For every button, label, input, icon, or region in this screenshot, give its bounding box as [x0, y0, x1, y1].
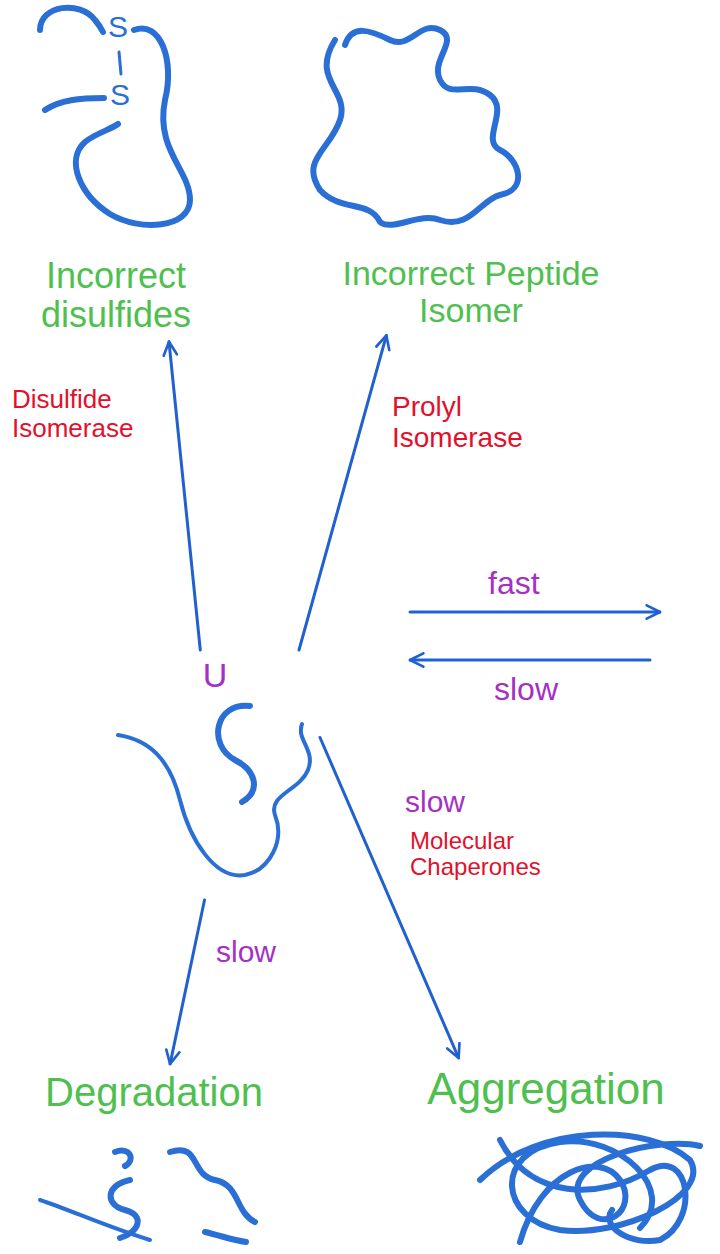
- peptide-fragment: [170, 1150, 255, 1222]
- disulfide-chain: [45, 98, 104, 110]
- sulfur-atom: S: [108, 10, 138, 43]
- edge-label: slow: [405, 785, 495, 818]
- reverse-arrow: [410, 659, 650, 662]
- state-label: Aggregation: [390, 1058, 702, 1120]
- peptide-fragment: [205, 1232, 246, 1242]
- sulfur-atom: S: [110, 78, 140, 111]
- state-name: Degradation: [27, 1071, 281, 1114]
- state-label: Degradation: [20, 1064, 288, 1121]
- disulfide-chain: [40, 8, 103, 32]
- state-name: Aggregation: [397, 1065, 695, 1113]
- state-label: Incorrect disulfides: [10, 250, 222, 342]
- reaction-arrow: [170, 900, 204, 1064]
- enzyme-label: Molecular Chaperones: [410, 828, 570, 881]
- aggregate-tangle: [500, 1140, 685, 1241]
- edge-label: Disulfide Isomerase: [12, 385, 152, 442]
- peptide-fragment: [40, 1200, 150, 1240]
- edge-label: slow: [216, 935, 306, 968]
- state-name: Incorrect disulfides: [17, 257, 215, 335]
- unfolded-chain: [218, 706, 254, 802]
- reaction-arrow: [299, 335, 386, 650]
- state-name: U: [117, 657, 313, 694]
- state-label: U: [110, 650, 320, 900]
- peptide-fragment: [115, 1151, 131, 1166]
- peptide-chain: [313, 28, 518, 225]
- forward-arrow: [410, 611, 660, 614]
- rate-label: fast: [488, 566, 588, 601]
- edge-label: Prolyl Isomerase: [392, 392, 552, 454]
- disulfide-bond: [119, 52, 121, 74]
- unfolded-chain: [118, 724, 310, 875]
- rate-label: slow: [494, 672, 594, 707]
- disulfide-chain: [76, 28, 190, 224]
- state-label: Incorrect Peptide Isomer: [330, 248, 612, 335]
- reaction-arrow: [169, 342, 200, 650]
- state-name: Incorrect Peptide Isomer: [337, 255, 605, 328]
- aggregate-tangle: [480, 1134, 693, 1231]
